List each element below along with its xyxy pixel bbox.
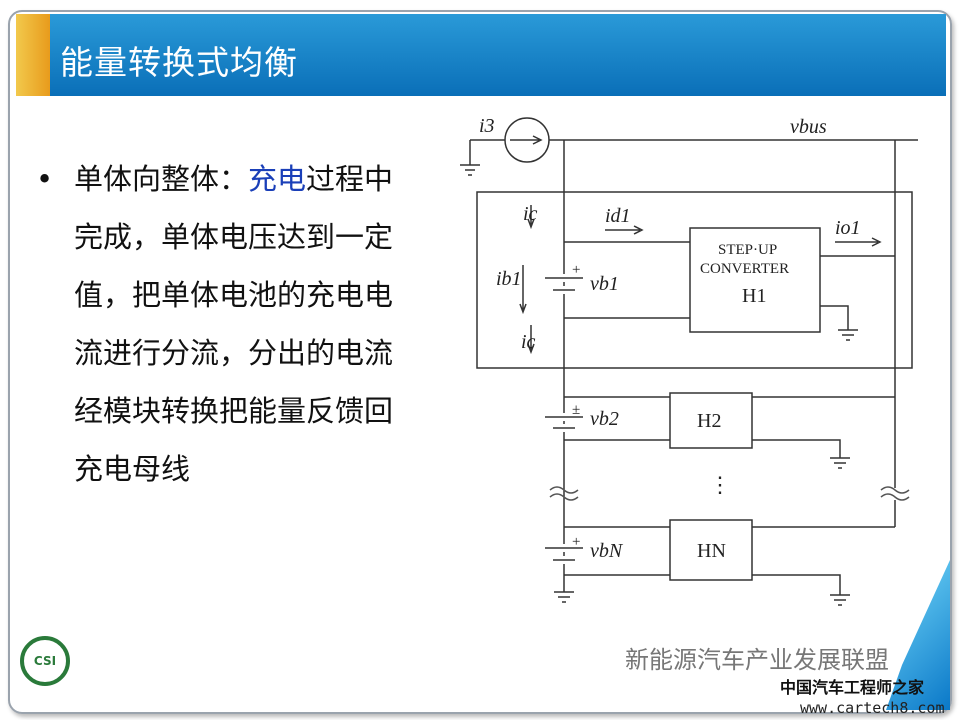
bullet-line: 完成，单体电压达到一定 xyxy=(74,220,394,254)
label-io1: io1 xyxy=(835,217,861,239)
bullet-line: 流进行分流，分出的电流 xyxy=(74,336,394,370)
label-h1: H1 xyxy=(742,285,766,307)
svg-text:+: + xyxy=(572,262,580,278)
label-id1: id1 xyxy=(605,205,631,227)
logo: CSI xyxy=(20,636,70,686)
label-ic-bottom: ic xyxy=(521,331,536,353)
bullet-text: • 单体向整体：充电过程中 完成，单体电压达到一定 值，把单体电池的充电电 流进… xyxy=(30,150,393,498)
watermark-url: www.cartech8.com xyxy=(800,699,945,717)
slide-title: 能量转换式均衡 xyxy=(60,43,298,82)
title-accent-stripe xyxy=(16,14,50,96)
svg-text:+: + xyxy=(572,534,580,550)
bullet-highlight: 充电 xyxy=(248,162,307,196)
slide-frame xyxy=(8,10,952,714)
label-hn: HN xyxy=(697,540,726,562)
label-dots: ⋮ xyxy=(709,472,731,497)
label-ib1: ib1 xyxy=(496,268,522,290)
converter-label-1: STEP·UP xyxy=(718,242,777,258)
label-vb1: vb1 xyxy=(590,273,619,295)
bullet-line: 值，把单体电池的充电电 xyxy=(74,278,394,312)
watermark-wechat: 新能源汽车产业发展联盟 xyxy=(625,646,889,674)
label-ic-top: ic xyxy=(523,203,538,225)
bullet-line: 充电母线 xyxy=(74,452,191,486)
label-vbus: vbus xyxy=(790,116,827,138)
svg-text:±: ± xyxy=(572,402,580,418)
bullet-dot: • xyxy=(36,162,54,196)
converter-label-2: CONVERTER xyxy=(700,261,789,277)
label-h2: H2 xyxy=(697,410,721,432)
label-i3: i3 xyxy=(479,115,495,137)
title-bar xyxy=(16,14,946,96)
label-vbN: vbN xyxy=(590,540,624,562)
label-vb2: vb2 xyxy=(590,408,619,430)
bullet-line: 经模块转换把能量反馈回 xyxy=(74,394,394,428)
bullet-post: 过程中 xyxy=(306,162,394,196)
watermark-site-name: 中国汽车工程师之家 xyxy=(780,678,925,697)
bullet-pre: 单体向整体： xyxy=(74,162,249,196)
